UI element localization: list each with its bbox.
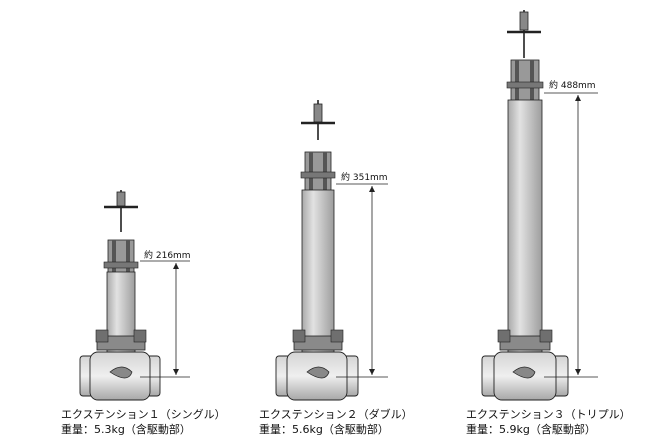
caption-variant-3: エクステンション３（トリプル） 重量：5.9kg（含駆動部） [466,407,631,437]
caption-variant-1: エクステンション１（シングル） 重量：5.3kg（含駆動部） [61,407,226,437]
dimension-label-3: 約 488mm [549,79,596,91]
variant-weight-3: 重量：5.9kg（含駆動部） [466,423,596,436]
variant-weight-2: 重量：5.6kg（含駆動部） [259,423,389,436]
caption-variant-2: エクステンション２（ダブル） 重量：5.6kg（含駆動部） [259,407,413,437]
dimension-label-1: 約 216mm [144,249,191,261]
valve-1: 約 216mm [79,190,191,401]
variant-name-3: エクステンション３（トリプル） [466,408,631,421]
variant-name-2: エクステンション２（ダブル） [259,408,413,421]
valve-2: 約 351mm [275,100,388,401]
variant-weight-1: 重量：5.3kg（含駆動部） [61,423,191,436]
variant-name-1: エクステンション１（シングル） [61,408,226,421]
dimension-label-2: 約 351mm [341,171,388,183]
valve-3: 約 488mm [481,10,598,401]
